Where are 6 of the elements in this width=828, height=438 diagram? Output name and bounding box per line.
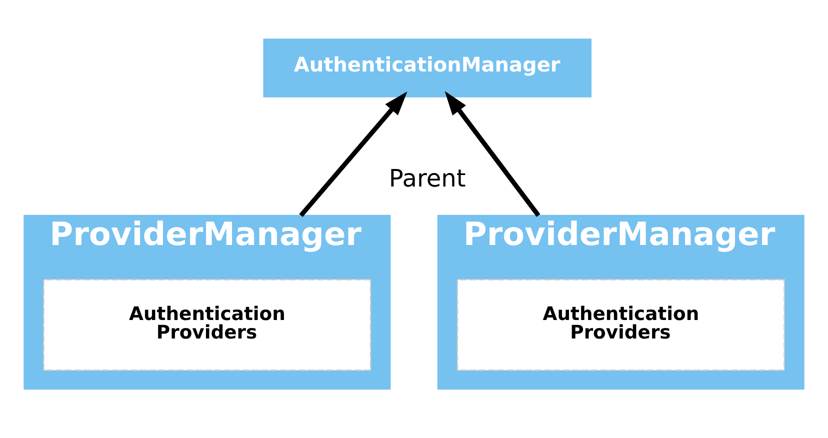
node-box: Authentication Providers bbox=[43, 278, 372, 370]
label: Parent bbox=[388, 164, 466, 192]
node-box: Authentication Providers bbox=[456, 278, 785, 370]
node-box: AuthenticationManager bbox=[263, 38, 592, 97]
arrow bbox=[444, 90, 540, 216]
arrow bbox=[299, 90, 408, 217]
